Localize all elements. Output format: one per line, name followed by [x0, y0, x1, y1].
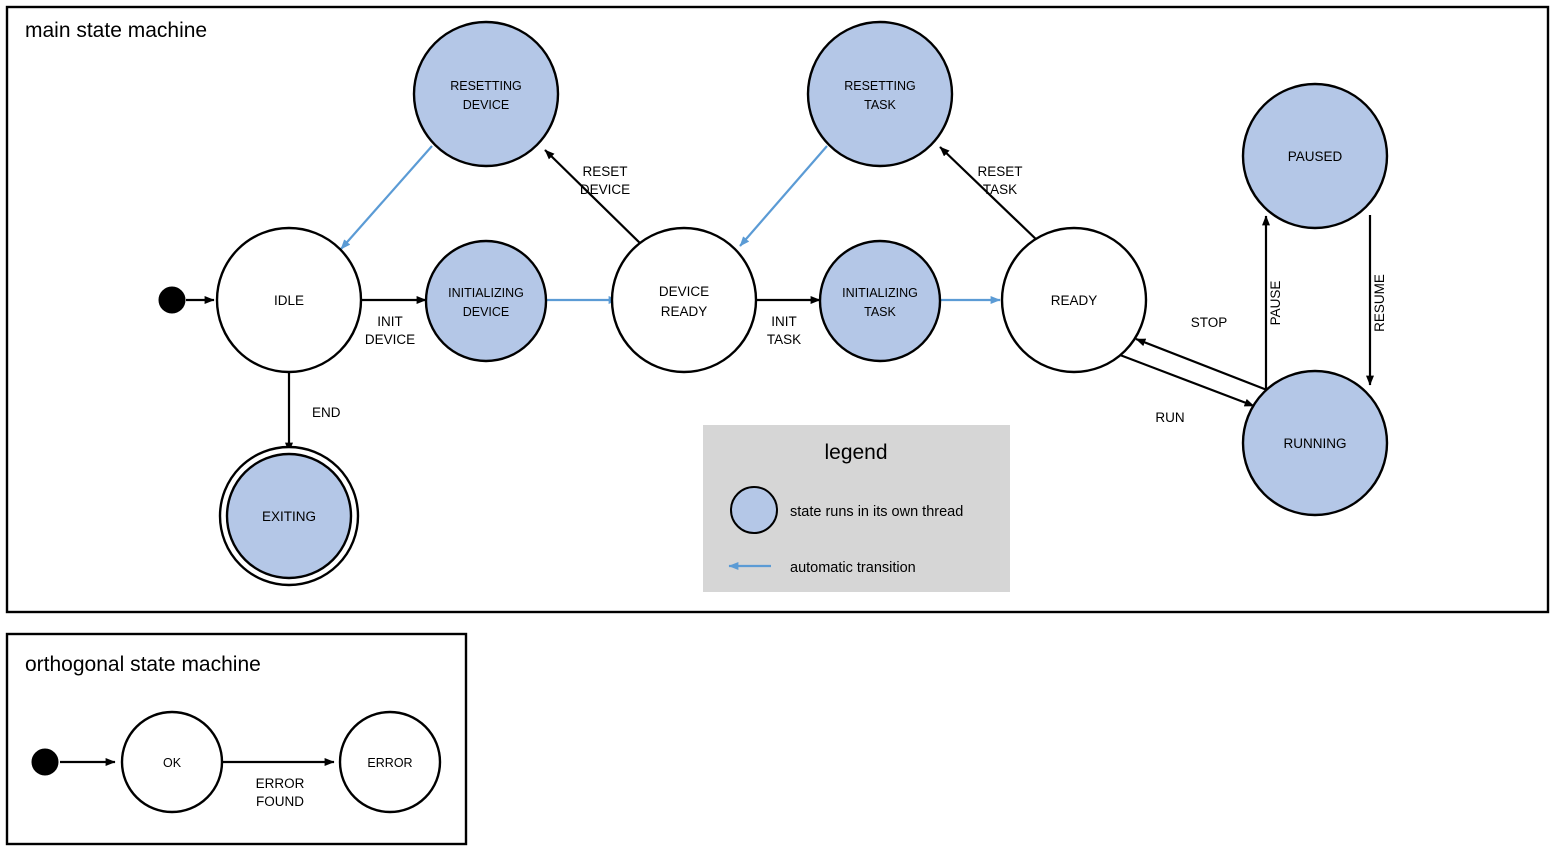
- state-initializing-task-label-line2: TASK: [864, 305, 896, 319]
- edge-label-reset-task-line2: TASK: [983, 182, 1017, 197]
- main-states: IDLE RESETTING DEVICE INITIALIZING DEVIC…: [158, 20, 1389, 587]
- state-resetting-device[interactable]: RESETTING DEVICE: [412, 20, 560, 168]
- state-ok-label: OK: [163, 756, 182, 770]
- transition-resetting-device-to-idle: [340, 145, 433, 250]
- state-initializing-device-label-line1: INITIALIZING: [448, 286, 524, 300]
- legend-thread-state-swatch: [730, 486, 778, 534]
- legend-title: legend: [824, 441, 887, 464]
- state-resetting-device-label-line1: RESETTING: [450, 79, 522, 93]
- state-paused-label: PAUSED: [1288, 149, 1343, 164]
- transition-ready-to-running: [1119, 353, 1255, 408]
- state-initializing-device[interactable]: INITIALIZING DEVICE: [424, 239, 548, 363]
- edge-label-pause: PAUSE: [1268, 281, 1283, 326]
- state-ready-label: READY: [1051, 293, 1098, 308]
- state-initializing-device-label-line2: DEVICE: [463, 305, 510, 319]
- state-idle-label: IDLE: [274, 293, 304, 308]
- edge-label-resume: RESUME: [1372, 274, 1387, 332]
- orthogonal-frame-title: orthogonal state machine: [25, 653, 261, 676]
- state-device-ready-label-line2: READY: [661, 304, 708, 319]
- transition-running-to-ready: [1135, 337, 1268, 392]
- main-frame-title: main state machine: [25, 19, 207, 42]
- legend-item-thread-state-label: state runs in its own thread: [790, 504, 963, 520]
- state-device-ready-label-line1: DEVICE: [659, 284, 709, 299]
- state-running-label: RUNNING: [1284, 436, 1347, 451]
- state-exiting[interactable]: EXITING: [218, 445, 360, 587]
- state-error-label: ERROR: [367, 756, 412, 770]
- state-resetting-task-label-line2: TASK: [864, 98, 896, 112]
- state-exiting-label: EXITING: [262, 509, 316, 524]
- state-device-ready[interactable]: DEVICE READY: [610, 226, 758, 374]
- state-ready[interactable]: READY: [1000, 226, 1148, 374]
- state-initializing-task-label-line1: INITIALIZING: [842, 286, 918, 300]
- edge-label-stop: STOP: [1191, 315, 1228, 330]
- state-resetting-task[interactable]: RESETTING TASK: [806, 20, 954, 168]
- transition-resetting-task-to-device-ready: [739, 145, 828, 247]
- edge-label-init-device-line2: DEVICE: [365, 332, 415, 347]
- state-resetting-task-label-line1: RESETTING: [844, 79, 916, 93]
- edge-label-error-found-line2: FOUND: [256, 794, 304, 809]
- edge-label-reset-device-line2: DEVICE: [580, 182, 630, 197]
- legend: legend state runs in its own thread auto…: [703, 425, 1010, 592]
- main-transitions: INIT DEVICE RESET DEVICE INIT TASK RESET…: [186, 145, 1387, 453]
- edge-label-run: RUN: [1155, 410, 1184, 425]
- edge-label-init-task-line1: INIT: [771, 314, 797, 329]
- state-idle[interactable]: IDLE: [215, 226, 363, 374]
- state-ok[interactable]: OK: [120, 710, 224, 814]
- state-paused[interactable]: PAUSED: [1241, 82, 1389, 230]
- state-error[interactable]: ERROR: [338, 710, 442, 814]
- legend-item-automatic-transition-label: automatic transition: [790, 560, 916, 576]
- orthogonal-state-machine-frame: orthogonal state machine ERROR FOUND OK …: [5, 632, 468, 846]
- initial-state-dot-main: [158, 286, 186, 314]
- edge-label-reset-task-line1: RESET: [977, 164, 1022, 179]
- edge-label-end: END: [312, 405, 341, 420]
- initial-state-dot-orthogonal: [31, 748, 59, 776]
- state-resetting-device-label-line2: DEVICE: [463, 98, 510, 112]
- edge-label-init-task-line2: TASK: [767, 332, 801, 347]
- edge-label-init-device-line1: INIT: [377, 314, 403, 329]
- transition-device-ready-to-resetting-device: [544, 149, 646, 249]
- edge-label-reset-device-line1: RESET: [582, 164, 627, 179]
- transition-ready-to-resetting-task: [939, 146, 1041, 244]
- edge-label-error-found-line1: ERROR: [256, 776, 305, 791]
- state-initializing-task[interactable]: INITIALIZING TASK: [818, 239, 942, 363]
- state-running[interactable]: RUNNING: [1241, 369, 1389, 517]
